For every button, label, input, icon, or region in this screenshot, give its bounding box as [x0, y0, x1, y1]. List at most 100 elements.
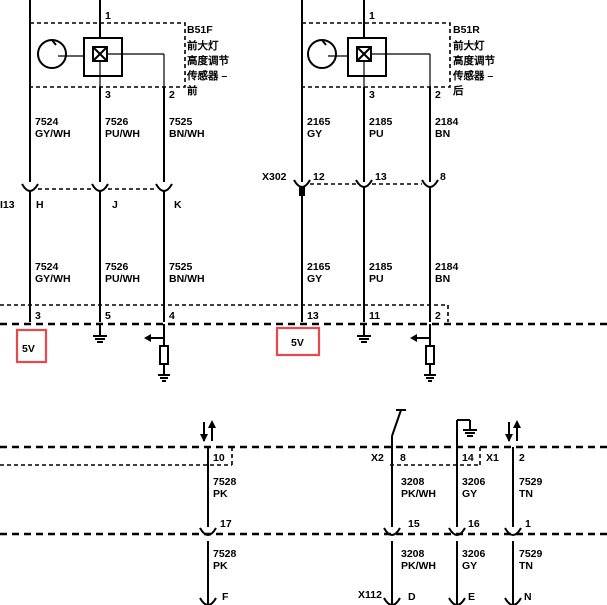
rear-circuit-2b-color: PU	[369, 273, 384, 285]
sensor-b51f-rotary-symbol	[37, 39, 67, 69]
switch-pin-8	[391, 409, 406, 447]
voltage-5v-box-right	[275, 326, 321, 357]
sensor-b51f	[29, 22, 186, 88]
module-boundary-upper	[0, 304, 607, 326]
module-pin-2: 2	[435, 310, 441, 322]
sensor-b51r	[301, 22, 451, 88]
lower-circuit-3-color: GY	[462, 488, 477, 500]
bidirectional-arrow-pin-10	[200, 420, 216, 442]
voltage-5v-box-left	[15, 328, 48, 364]
module-pin-13: 13	[307, 310, 319, 322]
connector-x302-pin-12: 12	[313, 171, 325, 183]
connector-i13	[21, 183, 173, 198]
mid-pin-1: 1	[525, 518, 531, 530]
lower-circuit-3-num: 3206	[462, 476, 486, 488]
sensor-b51f-potentiometer	[83, 37, 123, 77]
connector-mid	[0, 527, 607, 536]
connector-x1-id: X1	[486, 452, 499, 464]
module-pin-5: 5	[105, 310, 111, 322]
connector-i13-pin-h: H	[36, 199, 44, 211]
sensor-b51r-pin-1: 1	[369, 10, 375, 22]
sensor-b51f-pin-1: 1	[105, 10, 111, 22]
sensor-b51r-pin-3: 3	[369, 89, 375, 101]
connector-x302	[293, 179, 439, 196]
mid-pin-15: 15	[408, 518, 420, 530]
lower-circuit-4b-num: 7529	[519, 548, 543, 560]
bottom-pin-d: D	[408, 591, 416, 603]
rear-circuit-1-num: 2165	[307, 116, 331, 128]
ground-symbol-pin-11	[357, 324, 371, 343]
front-circuit-1-num: 7524	[35, 116, 59, 128]
lower-circuit-2b-color: PK/WH	[401, 560, 436, 572]
ground-symbol-pin-14	[456, 419, 477, 447]
lower-pin-14: 14	[462, 452, 474, 464]
sensor-b51f-id: B51F	[187, 24, 213, 36]
connector-x112-id: X112	[358, 589, 382, 601]
front-wires	[29, 0, 165, 322]
connector-i13-pin-j: J	[112, 199, 118, 211]
front-circuit-2-color: PU/WH	[105, 128, 140, 140]
lower-circuit-3b-num: 3206	[462, 548, 486, 560]
front-circuit-1b-color: GY/WH	[35, 273, 71, 285]
connector-i13-id: I13	[0, 199, 15, 211]
front-circuit-1b-num: 7524	[35, 261, 59, 273]
front-circuit-3-num: 7525	[169, 116, 193, 128]
rear-circuit-3-num: 2184	[435, 116, 459, 128]
ground-symbol-pin-5	[93, 324, 107, 343]
rear-circuit-3b-color: BN	[435, 273, 450, 285]
lower-wires	[207, 447, 514, 605]
bidirectional-arrow-pin-2	[505, 420, 521, 442]
mid-pin-16: 16	[468, 518, 480, 530]
module-pin-3: 3	[35, 310, 41, 322]
mid-pin-17: 17	[220, 518, 232, 530]
rear-circuit-2b-num: 2185	[369, 261, 393, 273]
sensor-b51r-rotary-symbol	[307, 39, 337, 69]
connector-x112	[199, 597, 522, 605]
input-resistor-pin-4	[144, 324, 170, 382]
lower-circuit-1-color: PK	[213, 488, 228, 500]
rear-circuit-3b-num: 2184	[435, 261, 459, 273]
lower-circuit-2-color: PK/WH	[401, 488, 436, 500]
sensor-b51r-potentiometer	[347, 37, 387, 77]
rear-circuit-1b-num: 2165	[307, 261, 331, 273]
lower-circuit-4-color: TN	[519, 488, 533, 500]
lower-circuit-4-num: 7529	[519, 476, 543, 488]
sensor-b51f-name-2: 高度调节	[187, 54, 229, 67]
front-circuit-3b-num: 7525	[169, 261, 193, 273]
sensor-b51r-id: B51R	[453, 24, 480, 36]
connector-x302-id: X302	[262, 171, 287, 183]
sensor-b51f-pin-2: 2	[169, 89, 175, 101]
lower-circuit-2-num: 3208	[401, 476, 425, 488]
front-circuit-2b-color: PU/WH	[105, 273, 140, 285]
sensor-b51r-outline	[301, 22, 451, 88]
lower-circuit-1b-color: PK	[213, 560, 228, 572]
connector-i13-pin-k: K	[174, 199, 182, 211]
voltage-5v-right: 5V	[291, 337, 304, 349]
rear-circuit-3-color: BN	[435, 128, 450, 140]
lower-circuit-2b-num: 3208	[401, 548, 425, 560]
front-circuit-2b-num: 7526	[105, 261, 129, 273]
rear-circuit-1-color: GY	[307, 128, 322, 140]
sensor-b51f-name-4: 前	[187, 84, 198, 97]
sensor-b51r-name-2: 高度调节	[453, 54, 495, 67]
module-pin-4: 4	[169, 310, 175, 322]
lower-pin-8: 8	[400, 452, 406, 464]
lower-circuit-1b-num: 7528	[213, 548, 237, 560]
sensor-b51r-name-4: 后	[453, 84, 464, 97]
connector-x302-pin-13: 13	[375, 171, 387, 183]
front-circuit-2-num: 7526	[105, 116, 129, 128]
sensor-b51f-name-3: 传感器 –	[186, 69, 227, 82]
lower-circuit-4b-color: TN	[519, 560, 533, 572]
lower-circuit-1-num: 7528	[213, 476, 237, 488]
sensor-b51f-pin-3: 3	[105, 89, 111, 101]
module-boundary-lower	[0, 445, 607, 466]
lower-pin-2: 2	[519, 452, 525, 464]
front-circuit-1-color: GY/WH	[35, 128, 71, 140]
sensor-b51r-pin-2: 2	[435, 89, 441, 101]
lower-pin-10: 10	[213, 452, 225, 464]
rear-wires	[301, 0, 431, 322]
bottom-pin-n: N	[524, 591, 532, 603]
connector-x2-id: X2	[371, 452, 384, 464]
rear-circuit-2-color: PU	[369, 128, 384, 140]
